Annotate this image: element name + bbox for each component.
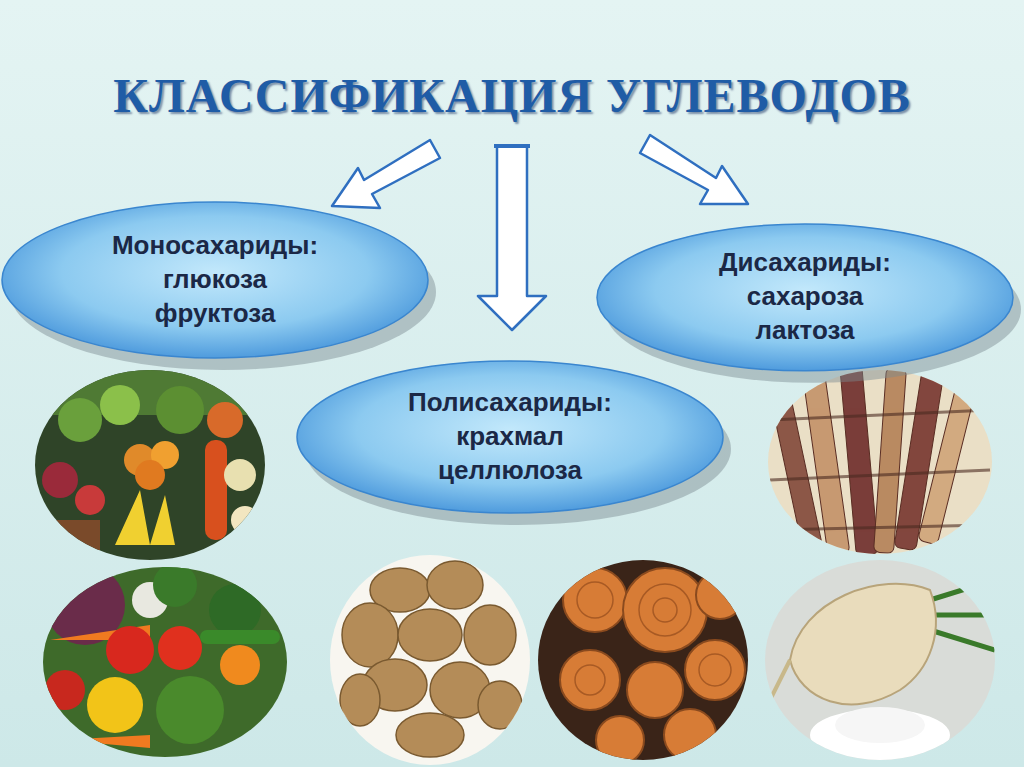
node-heading: Дисахариды: xyxy=(719,246,891,280)
ellipse-node: Моносахариды:глюкозафруктоза xyxy=(0,200,430,360)
art-shape xyxy=(770,525,990,530)
art-shape xyxy=(205,440,227,540)
ellipse-fill xyxy=(2,202,428,358)
art-shape xyxy=(596,716,644,764)
node-text-box: Дисахариды:сахарозалактоза xyxy=(595,222,1015,373)
art-shape xyxy=(577,582,613,618)
art-shape xyxy=(930,580,995,600)
art-shape xyxy=(478,681,522,729)
art-shape xyxy=(340,674,380,726)
art-shape xyxy=(770,660,790,700)
art-shape xyxy=(930,630,995,650)
ellipse-node: Дисахариды:сахарозалактоза xyxy=(595,222,1015,373)
art-shape xyxy=(158,626,202,670)
art-shape xyxy=(575,665,605,695)
art-shape xyxy=(653,598,677,622)
arrow-right xyxy=(640,135,748,204)
art-shape xyxy=(765,365,995,560)
art-shape xyxy=(60,735,150,748)
node-heading: Полисахариды: xyxy=(408,386,612,420)
node-item: фруктоза xyxy=(155,297,276,331)
art-shape xyxy=(45,670,85,710)
art-shape xyxy=(106,626,154,674)
art-shape xyxy=(560,650,620,710)
wood-photo xyxy=(535,558,750,764)
ellipse-node: Полисахариды:крахмалцеллюлоза xyxy=(295,359,725,515)
node-text-box: Полисахариды:крахмалцеллюлоза xyxy=(295,359,725,515)
ellipse-fill xyxy=(297,361,723,513)
art-shape xyxy=(231,506,259,534)
arrow-left xyxy=(332,140,440,208)
art-shape xyxy=(563,568,627,632)
art-shape xyxy=(30,365,270,565)
potato-photo xyxy=(328,553,533,767)
art-shape xyxy=(494,144,530,148)
node-item: крахмал xyxy=(456,420,564,454)
art-shape xyxy=(770,410,990,530)
art-shape xyxy=(790,584,936,705)
art-shape xyxy=(639,584,691,636)
art-shape xyxy=(699,654,731,686)
art-shape xyxy=(835,707,925,743)
art-shape xyxy=(328,553,533,767)
art-shape xyxy=(156,676,224,744)
art-shape xyxy=(935,613,995,618)
art-shape xyxy=(560,568,745,764)
art-shape xyxy=(135,460,165,490)
art-shape xyxy=(75,485,105,515)
art-shape xyxy=(664,709,716,761)
art-shape xyxy=(58,398,102,442)
art-shape xyxy=(575,582,731,695)
art-shape xyxy=(770,470,990,480)
art-shape xyxy=(209,584,261,636)
vegetables-photo xyxy=(40,563,290,760)
art-shape xyxy=(200,630,280,644)
node-item: целлюлоза xyxy=(438,454,582,488)
art-shape xyxy=(156,386,204,434)
art-shape xyxy=(918,375,979,545)
art-shape xyxy=(623,568,707,652)
sugar-beet-photo xyxy=(765,560,995,761)
diagram-title: КЛАССИФИКАЦИЯ УГЛЕВОДОВ xyxy=(0,68,1024,123)
node-item: глюкоза xyxy=(163,263,267,297)
art-shape xyxy=(398,609,462,661)
art-shape xyxy=(930,580,995,650)
node-heading: Моносахариды: xyxy=(112,229,318,263)
node-text-box: Моносахариды:глюкозафруктоза xyxy=(0,200,430,360)
node-item: лактоза xyxy=(756,314,855,348)
art-shape xyxy=(342,603,398,667)
arrow-down xyxy=(478,146,546,330)
art-shape xyxy=(340,561,522,757)
art-shape xyxy=(627,662,683,718)
sugarcane-photo xyxy=(765,364,995,560)
ellipse-fill xyxy=(597,224,1013,371)
art-shape xyxy=(153,563,197,607)
art-shape xyxy=(115,490,175,545)
art-shape xyxy=(427,561,483,609)
art-shape xyxy=(770,410,990,420)
art-shape xyxy=(224,459,256,491)
vegetables-photo xyxy=(30,365,270,565)
art-shape xyxy=(40,520,100,550)
art-shape xyxy=(42,462,78,498)
art-shape xyxy=(765,560,995,760)
art-shape xyxy=(535,558,750,763)
node-item: сахароза xyxy=(747,280,864,314)
art-shape xyxy=(220,645,260,685)
art-shape xyxy=(685,640,745,700)
art-shape xyxy=(696,571,744,619)
art-shape xyxy=(100,385,140,425)
art-shape xyxy=(396,713,464,757)
art-shape xyxy=(464,605,516,665)
art-shape xyxy=(87,677,143,733)
art-shape xyxy=(207,402,243,438)
